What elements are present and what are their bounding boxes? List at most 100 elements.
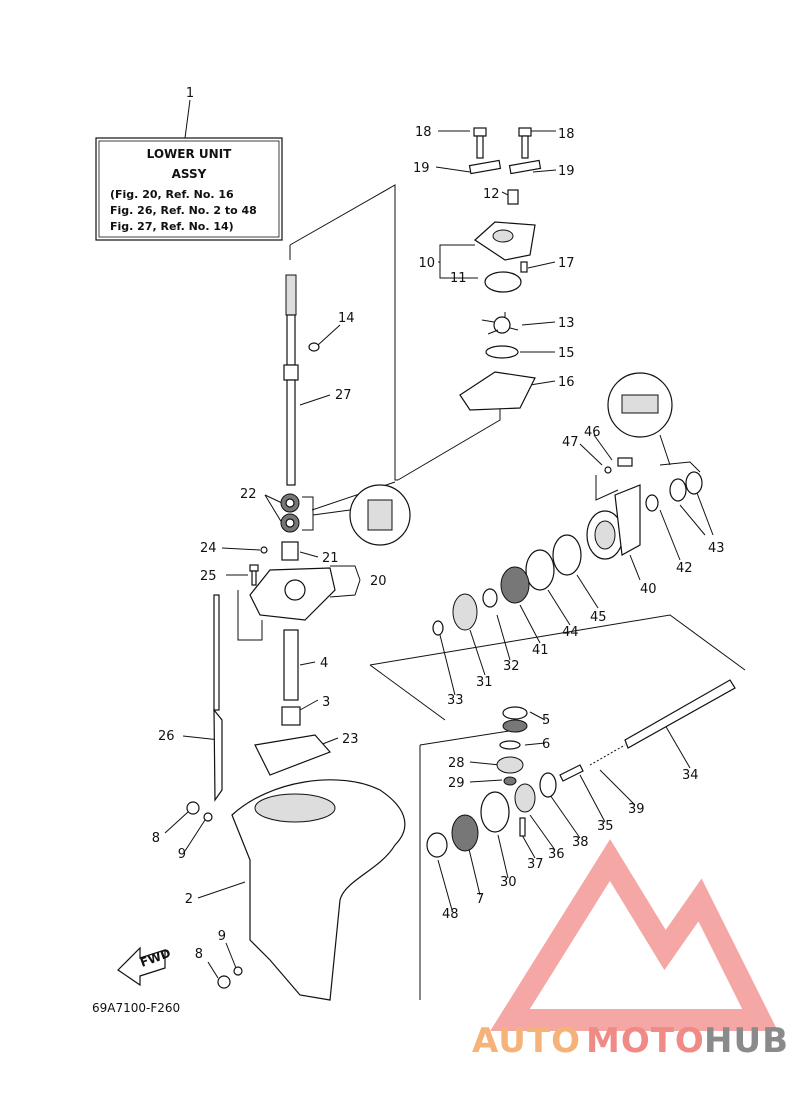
part-33-washer (432, 620, 444, 636)
callout-39: 39 (628, 802, 645, 817)
callout-34: 34 (682, 768, 699, 783)
part-37-pin (519, 817, 526, 837)
part-43-seals (669, 471, 703, 502)
callout-25: 25 (200, 569, 217, 584)
part-10-pump-housing (474, 221, 536, 261)
callout-38: 38 (572, 835, 589, 850)
info-box-line-2: Fig. 26, Ref. No. 2 to 48 (110, 204, 257, 217)
callout-37: 37 (527, 857, 544, 872)
leader-lines (164, 99, 746, 1000)
callout-35: 35 (597, 819, 614, 834)
part-42-seal (645, 494, 659, 512)
callout-19b: 19 (558, 164, 575, 179)
callout-31: 31 (476, 675, 493, 690)
part-11-insert (484, 271, 522, 293)
callout-9a: 9 (178, 847, 186, 862)
part-22-bearings (280, 493, 300, 533)
callout-15: 15 (558, 346, 575, 361)
part-8-bolts (186, 801, 231, 989)
part-48-oring (426, 832, 448, 858)
callout-7: 7 (476, 892, 484, 907)
part-23-gasket (254, 734, 332, 776)
part-34-propeller-shaft (624, 679, 736, 749)
part-31-gear (452, 593, 478, 631)
part-13-impeller (481, 312, 519, 335)
callout-46: 46 (584, 425, 601, 440)
callout-9b: 9 (218, 929, 226, 944)
callout-28: 28 (448, 756, 465, 771)
callout-6: 6 (542, 737, 550, 752)
part-19-washers (468, 159, 542, 175)
callout-30: 30 (500, 875, 517, 890)
callout-18b: 18 (558, 127, 575, 142)
callout-16: 16 (558, 375, 575, 390)
part-12-seal (507, 189, 519, 205)
part-20-housing (249, 567, 336, 621)
callout-32: 32 (503, 659, 520, 674)
part-4-tube (283, 629, 299, 701)
callout-29: 29 (448, 776, 465, 791)
watermark-logo (490, 839, 778, 1031)
callout-13: 13 (558, 316, 575, 331)
callout-36: 36 (548, 847, 565, 862)
callout-44: 44 (562, 625, 579, 640)
info-box-subtitle: ASSY (172, 167, 207, 181)
callout-42: 42 (676, 561, 693, 576)
part-9-washers (203, 812, 243, 976)
detail-circle-upper (349, 484, 411, 546)
info-box: LOWER UNIT ASSY (Fig. 20, Ref. No. 16 Fi… (95, 137, 283, 241)
callout-11: 11 (450, 271, 467, 286)
callout-20: 20 (370, 574, 387, 589)
part-46-bolt (617, 457, 633, 467)
part-5-bearing (502, 706, 528, 733)
callout-17: 17 (558, 256, 575, 271)
part-17-pin (520, 261, 528, 273)
callout-26: 26 (158, 729, 175, 744)
callout-41: 41 (532, 643, 549, 658)
callout-22: 22 (240, 487, 257, 502)
part-18-bolts (473, 127, 532, 159)
part-45-oring (552, 534, 582, 576)
info-box-title: LOWER UNIT (147, 147, 233, 161)
callout-48: 48 (442, 907, 459, 922)
part-2-lower-case (231, 779, 406, 1001)
callout-21: 21 (322, 551, 339, 566)
callout-24: 24 (200, 541, 217, 556)
callout-19a: 19 (413, 161, 430, 176)
part-6-shim (499, 740, 521, 750)
part-36-clutch (514, 783, 536, 813)
drawing-code: 69A7100-F260 (92, 1001, 180, 1015)
callout-3: 3 (322, 695, 330, 710)
part-40-carrier (586, 484, 641, 560)
part-29-nut (503, 776, 517, 786)
part-39-spring (589, 744, 626, 766)
part-21-collar (281, 541, 299, 561)
part-14-key (308, 342, 320, 352)
part-44-oring (525, 549, 555, 591)
callout-27: 27 (335, 388, 352, 403)
callout-2: 2 (185, 892, 193, 907)
part-3-bushing (281, 706, 301, 726)
part-32-shim (482, 588, 498, 608)
callout-40: 40 (640, 582, 657, 597)
callout-labels: 1 2 3 4 5 6 7 8 8 9 9 10 11 12 13 14 15 … (152, 86, 725, 962)
callout-4: 4 (320, 656, 328, 671)
part-7-bearing (451, 814, 479, 852)
callout-18a: 18 (415, 125, 432, 140)
callout-8b: 8 (195, 947, 203, 962)
watermark-part1: AUTO (472, 1021, 581, 1061)
detail-circle-right (607, 372, 673, 438)
info-box-line-1: (Fig. 20, Ref. No. 16 (110, 188, 234, 201)
callout-14: 14 (338, 311, 355, 326)
part-drive-shaft (283, 274, 299, 486)
callout-5: 5 (542, 713, 550, 728)
callout-12: 12 (483, 187, 500, 202)
part-38-shim (539, 772, 557, 798)
part-15-oring (485, 345, 519, 359)
part-30-gear (480, 791, 510, 833)
part-25-bolt (249, 564, 259, 586)
watermark-text: AUTO MOTO HUB (472, 1021, 788, 1061)
part-28-pinion (496, 756, 524, 774)
callout-8a: 8 (152, 831, 160, 846)
